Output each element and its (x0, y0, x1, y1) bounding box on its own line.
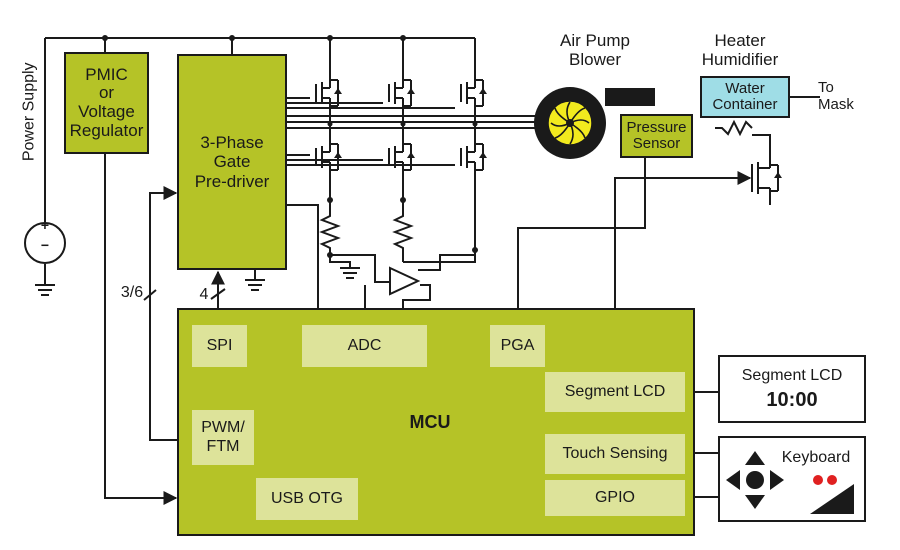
segment-lcd-port: Segment LCD (545, 372, 685, 412)
power-supply-plus-label: + (40, 217, 50, 233)
air-pump-blower-label: Air Pump Blower (560, 31, 630, 69)
pga-port: PGA (490, 325, 545, 367)
bus-width-4-label: 4 (199, 286, 209, 303)
pmic-block: PMIC or Voltage Regulator (64, 52, 149, 154)
heater-humidifier-label: Heater Humidifier (701, 31, 779, 69)
bus-width-3-6-label: 3/6 (120, 284, 144, 301)
touch-sensing-port: Touch Sensing (545, 434, 685, 474)
gpio-port: GPIO (545, 480, 685, 516)
fan-icon (534, 87, 606, 159)
mcu-label: MCU (409, 412, 451, 432)
power-supply-source-icon (24, 222, 66, 264)
to-mask-label: To Mask (818, 79, 854, 113)
pwm-ftm-port: PWM/ FTM (192, 410, 254, 465)
usb-otg-port: USB OTG (256, 478, 358, 520)
power-supply-label: Power Supply (20, 62, 38, 162)
segment-lcd-display: Segment LCD 10:00 (718, 355, 866, 423)
pre-driver-block: 3-Phase Gate Pre-driver (177, 54, 287, 270)
water-container-block: Water Container (700, 76, 790, 118)
directional-pad-icon (726, 451, 784, 509)
spi-port: SPI (192, 325, 247, 367)
adc-port: ADC (302, 325, 427, 367)
power-supply-minus-label: − (40, 237, 50, 253)
keyboard-label: Keyboard (781, 449, 851, 466)
lcd-time-readout: 10:00 (766, 388, 818, 411)
segment-lcd-display-label: Segment LCD (741, 366, 843, 384)
pressure-sensor-block: Pressure Sensor (620, 114, 693, 158)
keypad-leds-icon (810, 475, 854, 514)
